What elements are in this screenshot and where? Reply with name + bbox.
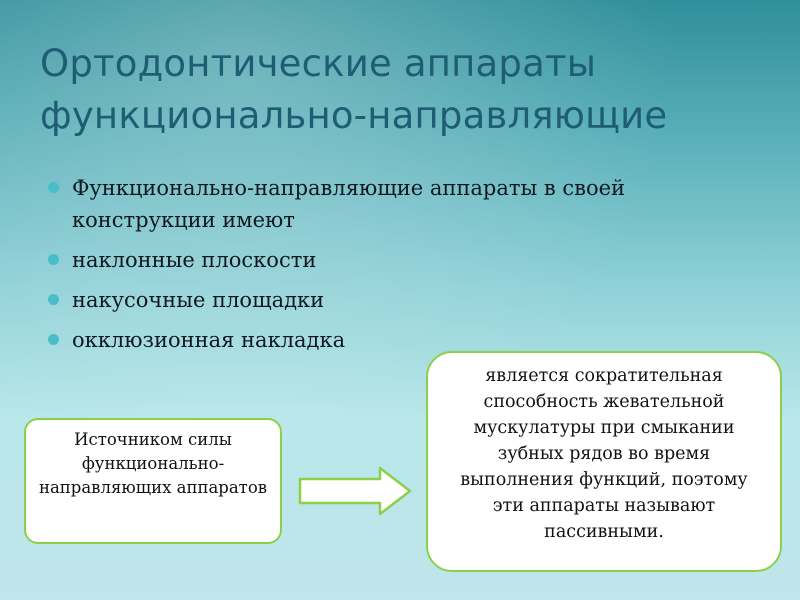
bullet-dot-icon: [48, 254, 59, 265]
bullet-list: Функционально-направляющие аппараты в св…: [48, 172, 768, 364]
bullet-text: накусочные площадки: [72, 288, 325, 312]
bullet-text: наклонные плоскости: [72, 248, 317, 272]
explanation-text: является сократительная способность жева…: [460, 366, 748, 542]
source-of-force-box: Источником силы функционально-направляющ…: [24, 418, 282, 544]
bullet-text: Функционально-направляющие аппараты в св…: [72, 176, 626, 232]
bullet-item: окклюзионная накладка: [48, 324, 768, 356]
bullet-item: наклонные плоскости: [48, 244, 768, 276]
bullet-text: окклюзионная накладка: [72, 328, 346, 352]
bullet-dot-icon: [48, 294, 59, 305]
source-of-force-text: Источником силы функционально-направляющ…: [38, 430, 268, 497]
bullet-item: накусочные площадки: [48, 284, 768, 316]
bullet-dot-icon: [48, 334, 59, 345]
slide-title: Ортодонтические аппараты функционально-н…: [40, 42, 668, 137]
bullet-item: Функционально-направляющие аппараты в св…: [48, 172, 768, 236]
bullet-dot-icon: [48, 182, 59, 193]
explanation-box: является сократительная способность жева…: [426, 351, 782, 572]
right-arrow-icon: [298, 466, 412, 516]
